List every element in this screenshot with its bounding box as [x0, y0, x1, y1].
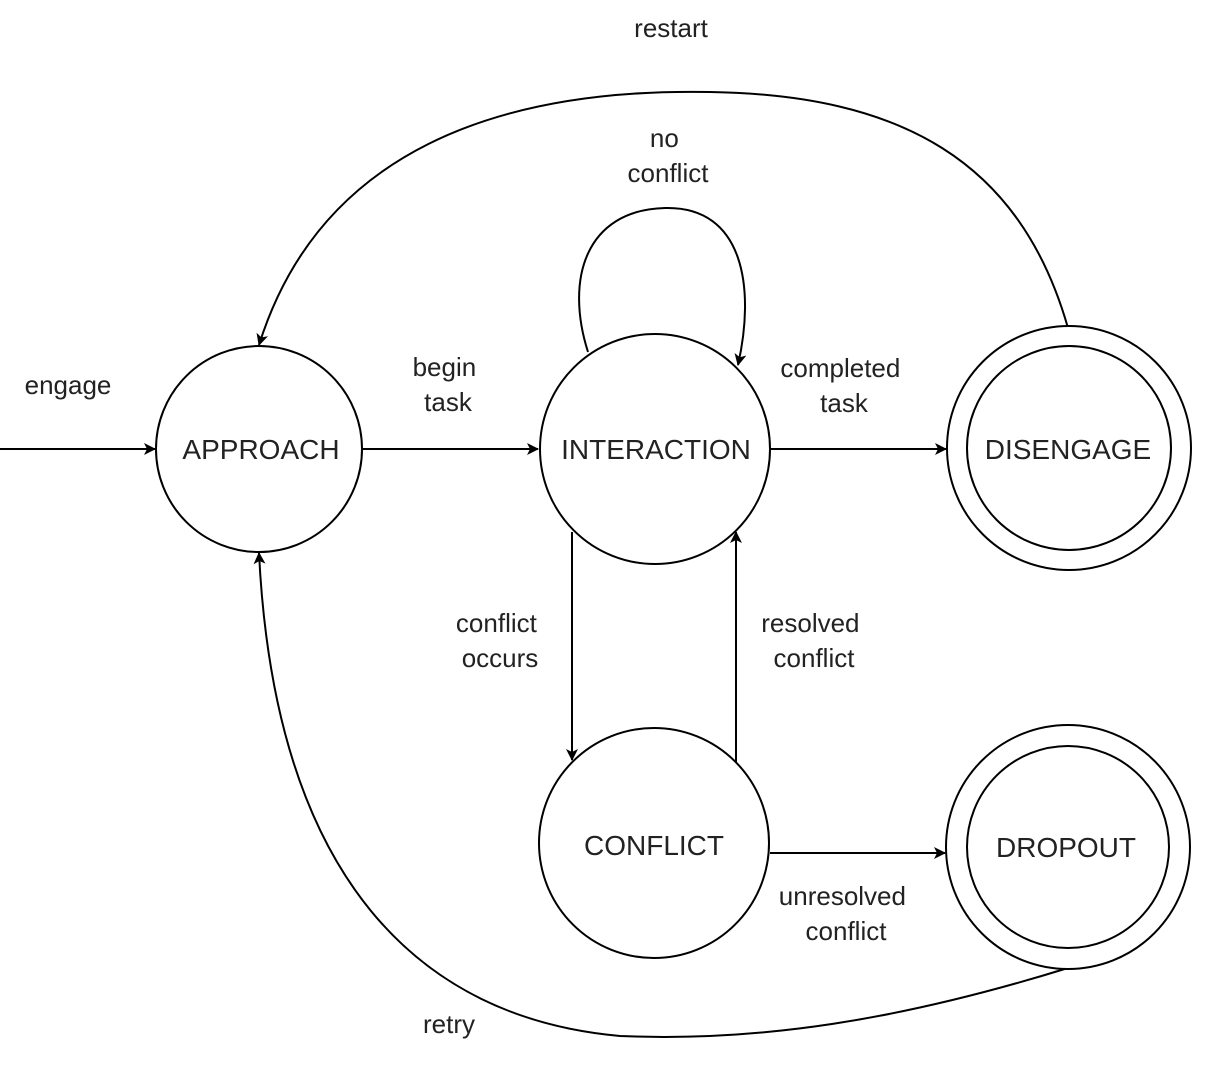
label-engage: engage	[25, 370, 112, 400]
state-disengage: DISENGAGE	[946, 325, 1192, 571]
edge-no-conflict	[578, 206, 747, 366]
state-dropout-label: DROPOUT	[996, 832, 1136, 863]
edge-retry	[253, 552, 1069, 1038]
edge-restart	[256, 90, 1069, 346]
state-dropout: DROPOUT	[945, 724, 1191, 970]
label-conflict-occurs: conflict occurs	[456, 608, 544, 673]
state-disengage-label: DISENGAGE	[985, 434, 1151, 465]
label-unresolved-conflict: unresolved conflict	[779, 881, 913, 946]
label-completed-task: completed task	[780, 353, 907, 418]
state-conflict: CONFLICT	[538, 727, 770, 959]
label-begin-task: begin task	[413, 352, 484, 417]
state-interaction: INTERACTION	[539, 333, 771, 565]
state-approach-label: APPROACH	[182, 434, 339, 465]
state-interaction-label: INTERACTION	[561, 434, 751, 465]
label-no-conflict: no conflict	[628, 123, 710, 188]
label-retry: retry	[423, 1009, 475, 1039]
label-resolved-conflict: resolved conflict	[761, 608, 867, 673]
state-conflict-label: CONFLICT	[584, 830, 724, 861]
label-restart: restart	[634, 13, 708, 43]
state-approach: APPROACH	[155, 345, 363, 553]
